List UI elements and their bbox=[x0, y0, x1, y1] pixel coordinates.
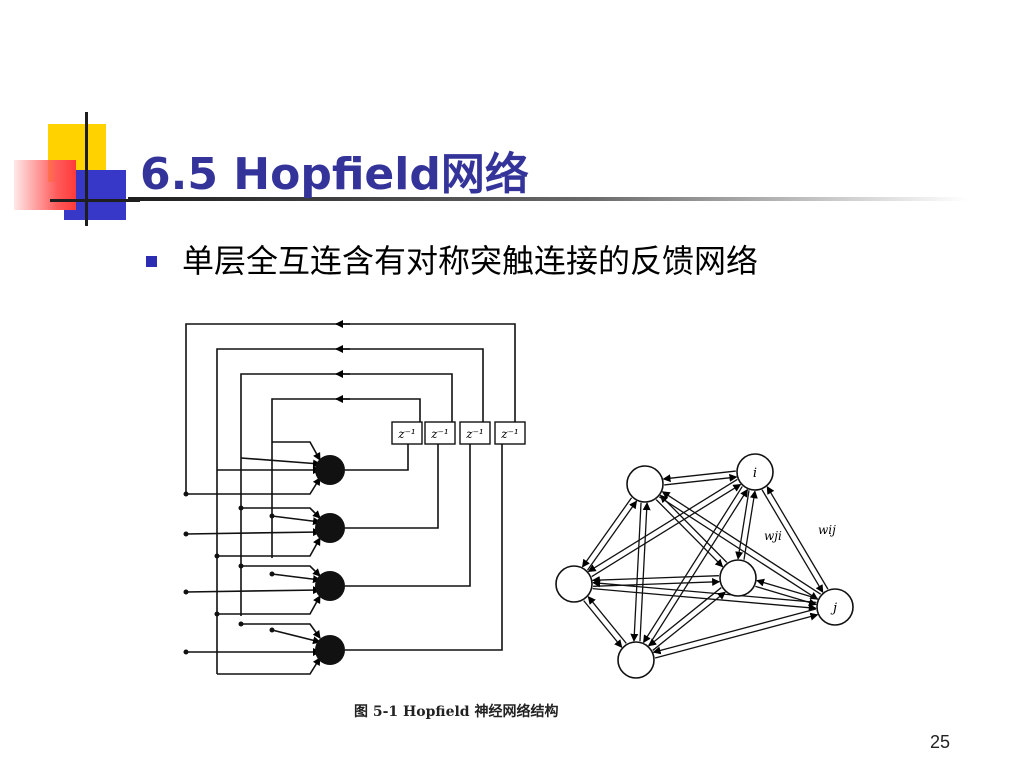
edge-1-2 bbox=[587, 478, 738, 573]
edge-2-0 bbox=[586, 500, 638, 571]
edge-0-2 bbox=[581, 497, 633, 568]
svg-text:z⁻¹: z⁻¹ bbox=[465, 427, 483, 441]
figure-caption: 图 5-1 Hopfield 神经网络结构 bbox=[354, 703, 558, 720]
edge-1-4 bbox=[761, 489, 824, 594]
node-j bbox=[816, 588, 854, 626]
edge-0-1 bbox=[664, 473, 738, 486]
node-center-right bbox=[719, 559, 757, 597]
output-neuron-2 bbox=[345, 444, 439, 529]
edge-3-4 bbox=[755, 585, 817, 607]
decor-horizontal-line bbox=[50, 199, 140, 202]
edge-5-2 bbox=[587, 596, 627, 644]
svg-text:z⁻¹: z⁻¹ bbox=[500, 427, 518, 441]
feedback-loop-2 bbox=[216, 348, 484, 674]
neuron-3 bbox=[315, 571, 345, 601]
neuron-2 bbox=[315, 513, 345, 543]
edge-2-4 bbox=[592, 588, 817, 612]
edge-2-5 bbox=[583, 600, 623, 648]
edge-4-2 bbox=[592, 579, 817, 603]
decor-vertical-line bbox=[85, 112, 88, 226]
delay-box-1: z⁻¹ bbox=[391, 421, 423, 445]
edge-4-3 bbox=[756, 578, 818, 600]
network-edges bbox=[581, 470, 829, 659]
edge-0-5 bbox=[630, 502, 642, 642]
node-i bbox=[736, 453, 774, 491]
edge-3-0 bbox=[659, 494, 728, 563]
network-nodes bbox=[555, 453, 854, 679]
edge-2-1 bbox=[591, 483, 742, 578]
slide-number: 25 bbox=[930, 732, 951, 752]
slide-title: 6.5 Hopfield网络 bbox=[140, 149, 529, 200]
output-neuron-3 bbox=[345, 444, 471, 587]
bullet-text: 单层全互连含有对称突触连接的反馈网络 bbox=[182, 242, 759, 280]
edge-5-1 bbox=[648, 488, 748, 646]
edge-5-0 bbox=[639, 502, 651, 642]
svg-text:z⁻¹: z⁻¹ bbox=[430, 427, 448, 441]
neuron-1 bbox=[315, 455, 345, 485]
node-left bbox=[555, 565, 593, 603]
edge-1-5 bbox=[643, 486, 743, 644]
node-top-left bbox=[626, 465, 664, 503]
delay-box-4: z⁻¹ bbox=[494, 421, 526, 445]
feedback-schematic bbox=[185, 320, 516, 675]
feedback-loop-1 bbox=[185, 323, 516, 494]
edge-1-3 bbox=[735, 490, 750, 560]
neuron-4 bbox=[315, 635, 345, 665]
edge-3-1 bbox=[743, 490, 758, 560]
weight-ji-label: wji bbox=[764, 529, 782, 543]
output-neuron-4 bbox=[345, 444, 503, 651]
edge-0-3 bbox=[655, 499, 724, 568]
node-j-label: j bbox=[830, 601, 837, 616]
title-underline bbox=[128, 197, 968, 201]
edge-2-3 bbox=[593, 577, 721, 587]
delay-box-2: z⁻¹ bbox=[424, 421, 456, 445]
edge-1-0 bbox=[662, 470, 736, 483]
edge-3-5 bbox=[648, 587, 722, 647]
edge-3-2 bbox=[591, 575, 719, 585]
node-bottom bbox=[617, 641, 655, 679]
edge-0-4 bbox=[658, 496, 819, 600]
edge-4-5 bbox=[652, 608, 817, 655]
svg-text:z⁻¹: z⁻¹ bbox=[397, 427, 415, 441]
weight-ij-label: wij bbox=[818, 523, 836, 537]
edge-5-3 bbox=[652, 591, 726, 651]
hopfield-figure: z⁻¹ z⁻¹ z⁻¹ z⁻¹ i j wji wij 图 5-1 Hopfie… bbox=[183, 320, 854, 720]
node-i-label: i bbox=[753, 466, 757, 481]
output-neuron-1 bbox=[345, 444, 409, 471]
delay-box-3: z⁻¹ bbox=[459, 421, 491, 445]
edge-4-1 bbox=[766, 485, 829, 590]
bullet-square-icon bbox=[146, 256, 157, 267]
decor-red-square bbox=[14, 160, 76, 210]
edge-5-4 bbox=[654, 612, 819, 659]
